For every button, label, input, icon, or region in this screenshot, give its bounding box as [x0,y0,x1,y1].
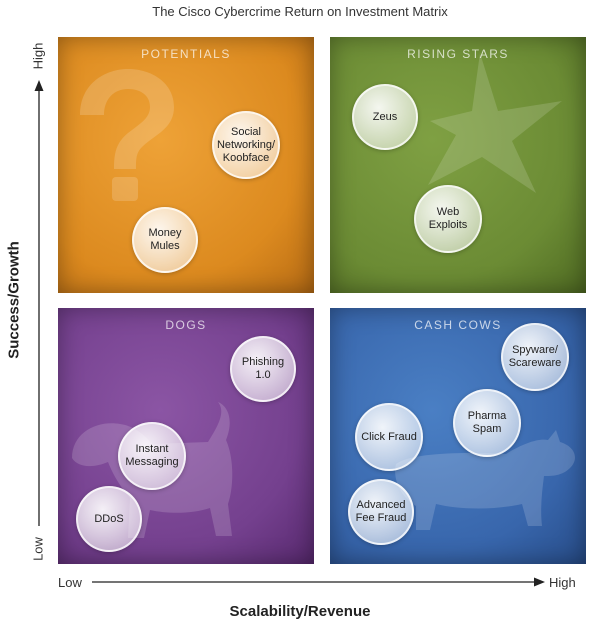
y-axis-title: Success/Growth [5,241,23,359]
bubble-click-fraud: Click Fraud [355,403,423,471]
x-axis-low-label: Low [58,575,82,590]
star-icon [428,53,562,193]
bubble-pharma-spam: Pharma Spam [453,389,521,457]
bubble-label: Advanced Fee Fraud [355,499,407,524]
bubble-social-networking: Social Networking/ Koobface [212,111,280,179]
bubble-label: Web Exploits [428,206,468,231]
quadrant-cash-cows: CASH COWS Spyware/ Scareware Pharma Spam… [330,308,586,564]
bubble-label: DDoS [94,512,124,525]
bubble-label: Pharma Spam [467,410,507,435]
matrix-title: The Cisco Cybercrime Return on Investmen… [152,4,448,19]
bubble-label: Spyware/ Scareware [508,344,562,369]
bubble-phishing: Phishing 1.0 [230,336,296,402]
quadrant-dogs: DOGS Phishing 1.0 Instant Messaging DDoS [58,308,314,564]
quadrant-label-rising-stars: RISING STARS [407,47,509,61]
y-axis-low-label: Low [30,537,46,561]
x-axis-high-label: High [549,575,576,590]
bubble-zeus: Zeus [352,84,418,150]
bubble-label: Social Networking/ Koobface [216,125,276,164]
x-axis-title: Scalability/Revenue [229,603,371,620]
bubble-money-mules: Money Mules [132,207,198,273]
bubble-label: Instant Messaging [125,443,179,468]
bubble-web-exploits: Web Exploits [414,185,482,253]
cow-icon [395,430,575,530]
bubble-label: Money Mules [148,227,182,252]
bubble-label: Phishing 1.0 [241,356,285,381]
question-mark-icon [80,69,174,201]
quadrant-label-cash-cows: CASH COWS [414,318,502,332]
quadrant-potentials: POTENTIALS Social Networking/ Koobface M… [58,37,314,293]
quadrant-label-potentials: POTENTIALS [141,47,231,61]
bubble-advanced-fee-fraud: Advanced Fee Fraud [348,479,414,545]
y-axis-high-label: High [30,42,46,70]
quadrant-label-dogs: DOGS [165,318,207,332]
bubble-ddos: DDoS [76,486,142,552]
bubble-label: Zeus [372,110,398,123]
bubble-label: Click Fraud [361,430,417,443]
bubble-spyware-scareware: Spyware/ Scareware [501,323,569,391]
bubble-instant-messaging: Instant Messaging [118,422,186,490]
quadrant-rising-stars: RISING STARS Zeus Web Exploits [330,37,586,293]
